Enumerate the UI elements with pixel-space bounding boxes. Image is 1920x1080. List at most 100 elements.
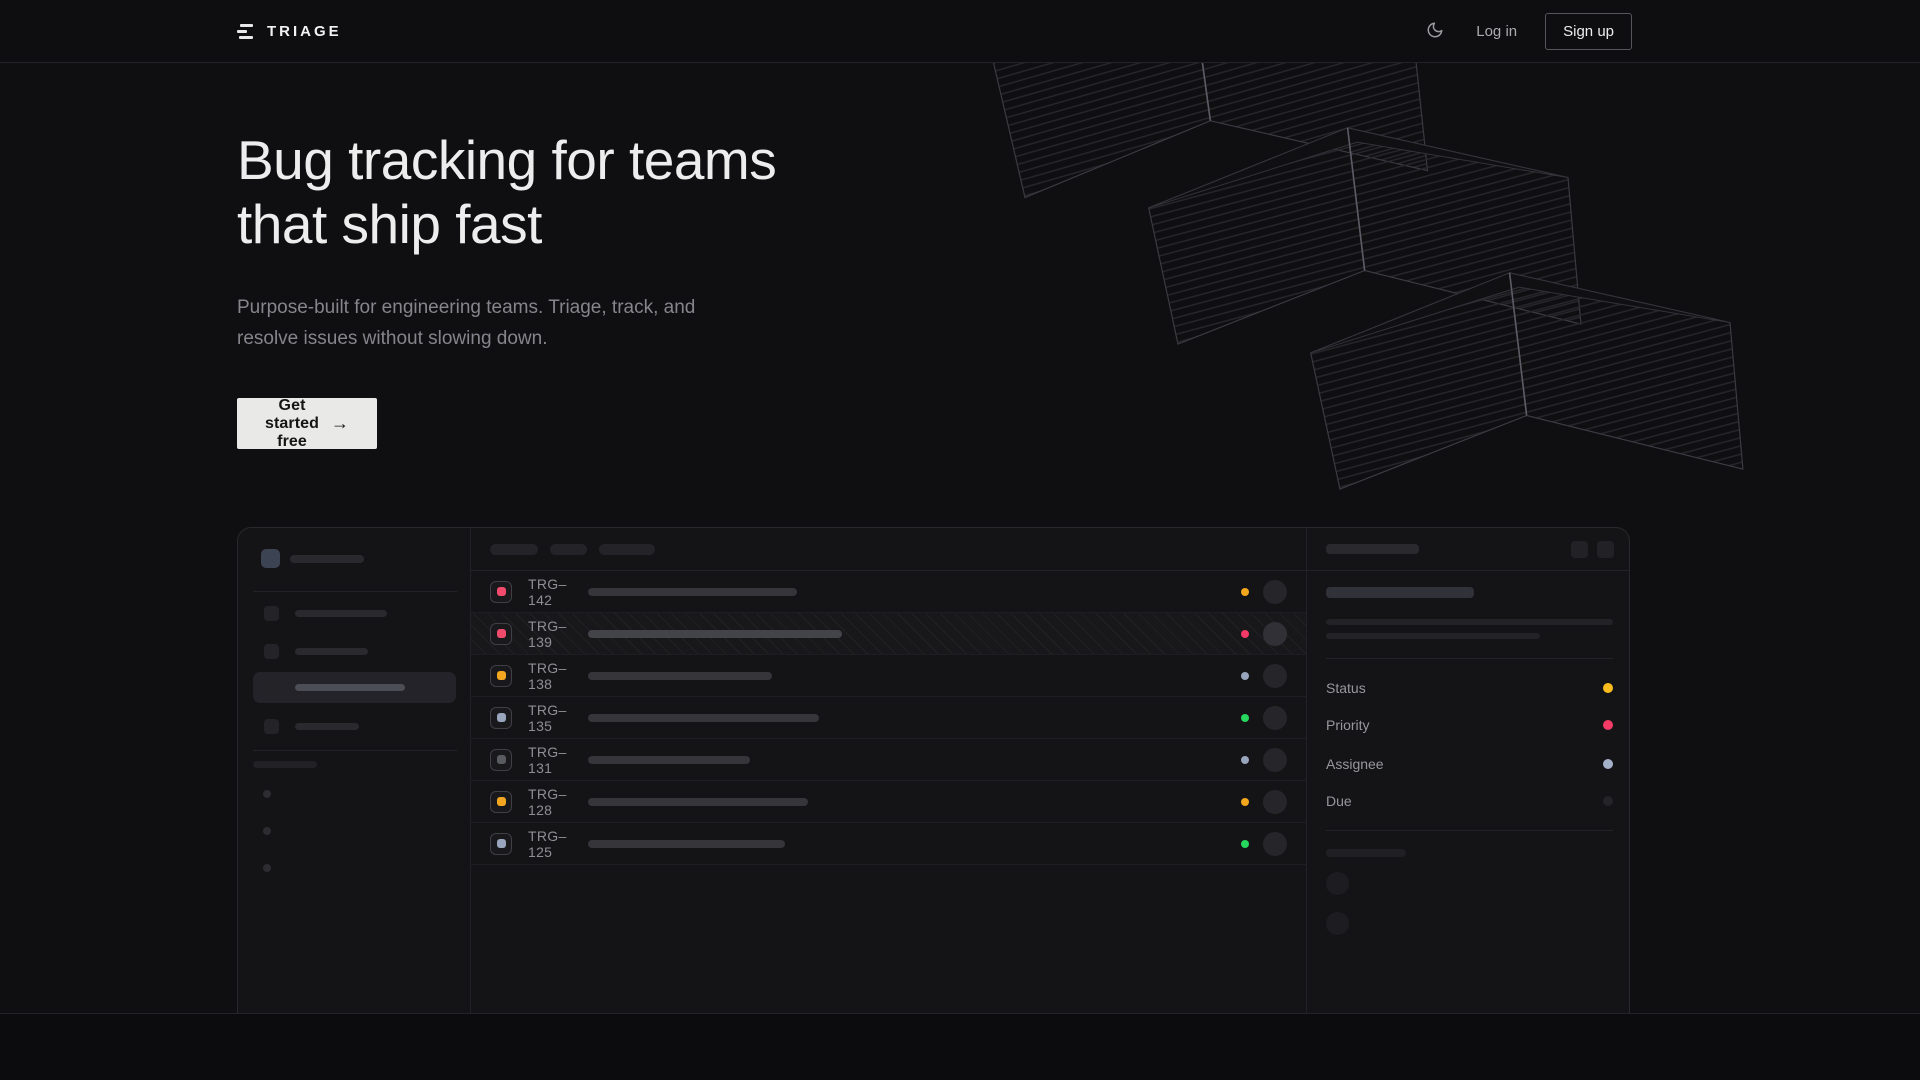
skeleton-bar [295,684,405,691]
skeleton-bar [1326,544,1419,554]
issue-status-icon [490,706,512,729]
issue-title-skeleton [1326,587,1474,598]
sidebar-item-skeleton [253,636,456,667]
theme-toggle-button[interactable] [1422,17,1448,46]
triage-logo-icon [237,23,255,39]
issue-title-skeleton [588,671,772,680]
issue-title-skeleton [588,839,785,848]
property-label: Assignee [1326,756,1384,772]
sidebar-item-icon [264,680,279,695]
panel-action-square [1597,540,1614,558]
wireframe-decoration [990,55,1751,500]
brand[interactable]: TRIAGE [237,23,342,40]
skeleton-bar [295,610,387,617]
sidebar-item-skeleton [253,711,456,742]
avatar [1263,831,1287,856]
skeleton-bar [290,554,364,563]
tab-skeleton [490,543,538,555]
description-line-skeleton [1326,619,1613,625]
status-dot [1603,683,1613,693]
issue-id: TRG–125 [528,827,567,860]
issue-row: TRG–138 [471,655,1306,697]
log-in-link[interactable]: Log in [1476,22,1518,40]
tab-skeleton [599,543,655,555]
issue-row: TRG–142 [471,571,1306,613]
property-label: Status [1326,680,1366,696]
issue-status-icon [490,622,512,645]
issue-row: TRG–131 [471,739,1306,781]
headline-line-1: Bug tracking for teams [237,129,777,191]
issue-row: TRG–125 [471,823,1306,865]
workspace-icon [261,549,280,568]
issue-title-skeleton [588,713,819,722]
section-label-skeleton [1326,849,1406,857]
assignee-dot [1603,759,1613,769]
tab-skeleton [550,543,587,555]
section-label-skeleton [253,761,317,768]
list-dot [263,827,271,835]
issue-row: TRG–128 [471,781,1306,823]
avatar [1263,663,1287,688]
issue-status-icon [490,748,512,771]
mock-detail-panel: Status Priority Assignee Due [1307,528,1629,1013]
issue-row-selected: TRG–139 [471,613,1306,655]
moon-icon [1426,21,1444,42]
property-label: Due [1326,793,1352,809]
footer-band [0,1013,1920,1080]
issue-id: TRG–138 [528,659,567,692]
property-row: Due [1326,791,1613,811]
mock-sidebar [238,528,471,1013]
property-label: Priority [1326,717,1370,733]
page-title: Bug tracking for teams that ship fast [237,128,957,256]
issue-id: TRG–135 [528,701,567,734]
skeleton-bar [295,648,368,655]
sidebar-item-skeleton [253,598,456,629]
avatar [1263,621,1287,646]
sign-up-button[interactable]: Sign up [1545,12,1632,50]
description-line-skeleton [1326,633,1540,639]
brand-name: TRIAGE [267,22,342,40]
list-header [471,528,1306,571]
mock-issue-list: TRG–142 TRG–139 TRG–138 TRG–135 [471,528,1307,1013]
issue-status-icon [490,580,512,603]
label-dot [1241,671,1249,680]
panel-header [1307,528,1629,571]
issue-status-icon [490,664,512,687]
avatar [1263,705,1287,730]
divider [253,591,457,592]
due-dot [1603,796,1613,806]
issue-status-icon [490,790,512,813]
comment-avatar [1326,912,1349,935]
property-row: Priority [1326,715,1613,735]
comment-avatar [1326,872,1349,895]
label-dot [1241,755,1249,764]
divider [253,750,457,751]
property-row: Assignee [1326,754,1613,774]
issue-title-skeleton [588,797,808,806]
issue-title-skeleton [588,755,750,764]
panel-action-square [1571,540,1588,558]
avatar [1263,747,1287,772]
priority-dot [1603,720,1613,730]
get-started-button[interactable]: Get started free → [237,397,378,450]
list-dot [263,790,271,798]
sidebar-item-skeleton-active [253,672,456,703]
skeleton-bar [295,723,359,730]
issue-id: TRG–131 [528,743,567,776]
label-dot [1241,839,1249,848]
divider [1326,658,1613,659]
list-dot [263,864,271,872]
arrow-right-icon: → [331,413,350,433]
headline-line-2: that ship fast [237,193,542,255]
divider [1326,830,1613,831]
issue-title-skeleton [588,587,797,596]
workspace-switcher [261,549,364,568]
label-dot [1241,629,1249,638]
label-dot [1241,797,1249,806]
issue-id: TRG–139 [528,617,567,650]
sidebar-item-icon [264,644,279,659]
issue-id: TRG–128 [528,785,567,818]
avatar [1263,789,1287,814]
issue-row: TRG–135 [471,697,1306,739]
issue-title-skeleton [588,629,842,638]
